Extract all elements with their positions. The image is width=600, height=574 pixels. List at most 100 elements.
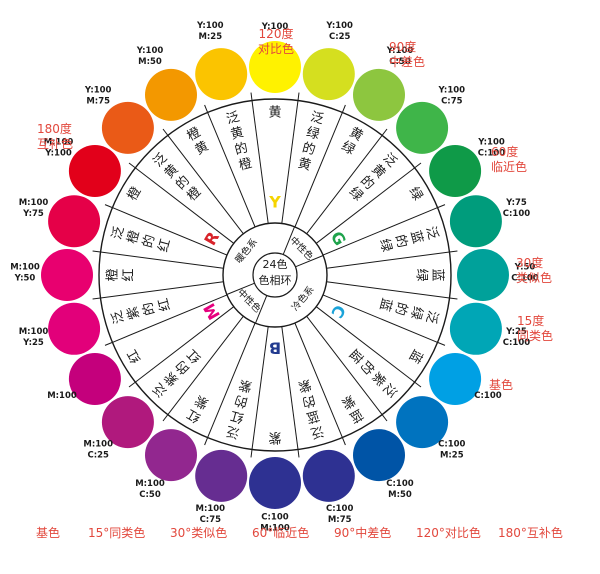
- hue-name-char: 绿: [339, 139, 358, 158]
- hue-swatch: [145, 68, 197, 121]
- relation-label: 基色: [489, 378, 514, 392]
- cmy-code: Y:25: [505, 327, 527, 337]
- relation-90: 90度 中差色: [389, 40, 425, 70]
- relation-label: 临近色: [491, 160, 528, 174]
- segment-tick: [104, 341, 113, 346]
- relation-base: 基色: [489, 378, 513, 393]
- relation-label: 同类色: [517, 329, 554, 343]
- legend-item: 180°互补色: [498, 526, 563, 540]
- segment-divider: [294, 322, 343, 438]
- cmy-code: M:75: [86, 97, 110, 107]
- cmy-code: Y:100: [196, 21, 224, 31]
- segment-divider: [135, 306, 235, 383]
- segment-tick: [128, 162, 136, 169]
- hue-name-char: 橙: [125, 229, 143, 245]
- hue-name: 黄: [268, 106, 281, 121]
- hue-name-char: 紫: [296, 376, 312, 394]
- cmy-code: M:25: [440, 450, 464, 460]
- cmy-code: M:100: [195, 504, 225, 514]
- hue-name-char: 的: [233, 140, 250, 159]
- cmy-code: Y:100: [261, 22, 289, 32]
- hue-name-char: 泛: [309, 110, 325, 128]
- hue-name-char: 绿: [406, 185, 425, 204]
- hue-swatch: [101, 396, 154, 449]
- hue-name-char: 蓝: [305, 407, 321, 425]
- hue-name-char: 泛: [225, 423, 241, 441]
- segment-divider: [281, 326, 299, 450]
- hue-name-char: 紫: [268, 430, 281, 445]
- hue-name-char: 泛: [110, 225, 128, 241]
- relation-degree: 60度: [491, 145, 519, 159]
- cmy-code: M:100: [260, 524, 290, 534]
- relation-degree: 90度: [389, 40, 417, 54]
- segment-divider: [167, 315, 244, 415]
- hue-name-char: 绿: [376, 237, 394, 253]
- cmy-code: C:100: [386, 479, 413, 489]
- hue-swatch: [48, 195, 101, 248]
- legend-item: 30°类似色: [170, 526, 228, 540]
- hue-name-char: 黄: [268, 106, 281, 121]
- legend-item: 基色: [36, 526, 61, 540]
- cmy-code: C:100: [478, 149, 505, 159]
- hue-name-char: 紫: [125, 305, 143, 321]
- relation-15: 15度 同类色: [517, 314, 553, 344]
- cmy-code: Y:100: [136, 46, 164, 56]
- hue-name-char: 泛: [309, 423, 325, 441]
- cmy-code: C:100: [503, 209, 530, 219]
- hue-name: 黄绿: [339, 125, 366, 158]
- segment-tick: [250, 449, 253, 458]
- inner-divider: [226, 282, 255, 295]
- cmy-code: M:100: [135, 479, 165, 489]
- cmy-code: Y:100: [325, 21, 353, 31]
- cmy-code: Y:50: [514, 263, 536, 273]
- hue-swatch: [302, 48, 355, 101]
- hue-name-char: 红: [229, 407, 246, 426]
- hue-name-char: 红: [124, 347, 144, 366]
- hue-name-char: 的: [140, 300, 159, 317]
- hue-name-char: 的: [300, 140, 317, 159]
- segment-tick: [341, 104, 346, 113]
- cmy-code: M:100: [10, 263, 40, 273]
- hue-swatch: [302, 449, 355, 502]
- cmy-code: Y:75: [505, 198, 527, 208]
- cmy-code: C:50: [389, 57, 411, 67]
- cmy-code: M:75: [328, 515, 352, 525]
- cmy-code: M:100: [47, 391, 77, 401]
- hue-name-char: 泛: [423, 309, 441, 325]
- segment-tick: [437, 341, 446, 346]
- relation-degree: 30度: [516, 256, 544, 270]
- center-title: 24色: [263, 257, 288, 271]
- relation-label: 中差色: [389, 55, 426, 69]
- cmy-code: Y:100: [477, 138, 505, 148]
- segment-divider: [167, 135, 244, 235]
- hue-swatch: [68, 145, 121, 197]
- segment-divider: [112, 207, 228, 256]
- hue-name-char: 蓝: [376, 296, 394, 312]
- cmy-code: C:25: [87, 450, 109, 460]
- segment-tick: [204, 437, 209, 446]
- hue-name: 橙红: [106, 268, 137, 281]
- hue-name-char: 橙: [237, 156, 253, 174]
- hue-name-char: 的: [140, 233, 159, 250]
- segment-divider: [294, 112, 343, 228]
- cmy-code: M:100: [19, 198, 49, 208]
- hue-name-char: 蓝: [406, 347, 425, 366]
- segment-tick: [250, 92, 253, 101]
- segment-tick: [381, 414, 388, 422]
- hue-swatch: [195, 48, 248, 101]
- primary-letter-marker: Y: [268, 193, 281, 212]
- cmy-code: M:50: [138, 57, 162, 67]
- center-border: [252, 252, 298, 298]
- hue-name-char: 泛: [225, 110, 241, 128]
- relation-120: 120度 对比色: [258, 27, 294, 57]
- hue-name: 橙: [125, 185, 144, 204]
- hue-name-char: 泛: [423, 225, 441, 241]
